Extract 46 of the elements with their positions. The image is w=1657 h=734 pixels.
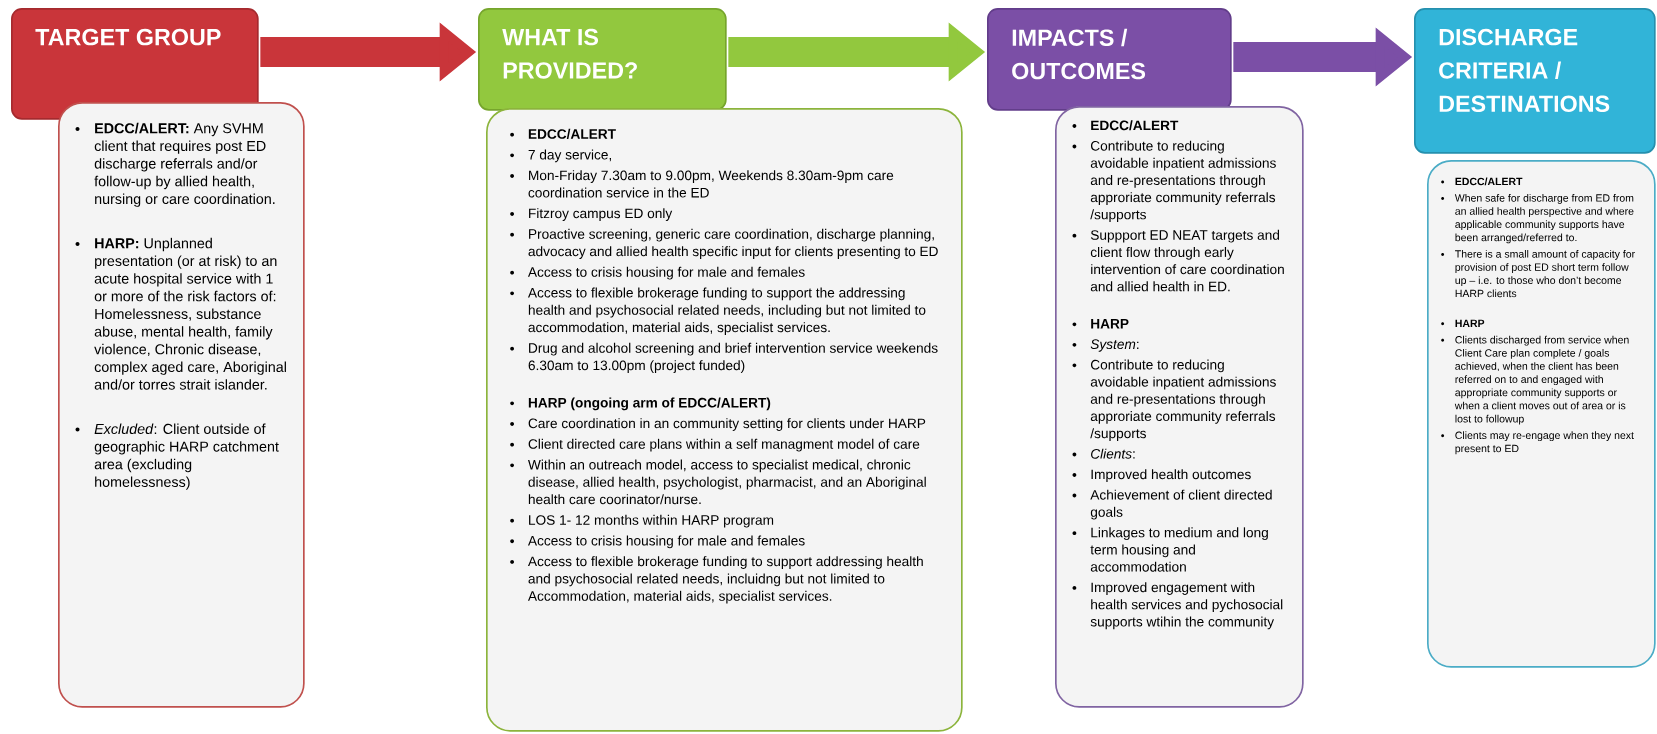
bullet-item: Proactive screening, generic care coordination, discharge planning, advocacy and allied health specific input for clients presenting to ED	[510, 228, 938, 259]
content-card	[1055, 106, 1304, 708]
bullet-item: Improved health outcomes	[1072, 469, 1251, 482]
bullet-item: Contribute to reducing avoidable inpatient admissions and re-presentations through approriate community referrals /supports	[1072, 359, 1276, 441]
header-title: DISCHARGE CRITERIA / DESTINATIONS	[1439, 28, 1610, 113]
bullet-item: HARP (ongoing arm of EDCC/ALERT)	[510, 397, 771, 411]
bullet-item: HARP	[1441, 319, 1485, 327]
bullet-item: Excluded: Client outside of geographic HARP catchment area (excluding homelessness)	[75, 423, 279, 490]
bullet-item: Access to crisis housing for male and females	[510, 535, 805, 549]
bullet-item: Suppport ED NEAT targets and client flow through early intervention of care coordination and allied health in ED.	[1072, 229, 1284, 292]
bullet-item: Care coordination in an community setting for clients under HARP	[510, 418, 926, 431]
header-box	[478, 8, 727, 111]
content-card	[1427, 160, 1656, 668]
bullet-item: Clients may re-engage when they next present to ED	[1441, 431, 1634, 455]
header-title: WHAT IS PROVIDED?	[502, 28, 637, 79]
bullet-item: EDCC/ALERT	[1441, 177, 1523, 186]
bullet-item: HARP	[1072, 319, 1129, 329]
bullet-item: EDCC/ALERT: Any SVHM client that requires post ED discharge referrals and/or follow-up by allied health, nursing or care coordination.	[75, 122, 275, 207]
bullet-item: Achievement of client directed goals	[1072, 489, 1272, 520]
header-box	[1414, 8, 1656, 154]
bullet-item: System:	[1072, 339, 1139, 352]
bullet-item: Access to flexible brokerage funding to support addressing health and psychosocial related needs, incluidng but not limited to Accommodation, material aids, specialist services.	[510, 556, 923, 604]
content-card	[58, 102, 305, 708]
bullet-item: Clients discharged from service when Client Care plan complete / goals achieved, when the client has been referred on to and engaged with appropriate community supports or when a client moves out of area or is lost to followup	[1441, 335, 1629, 425]
content-card	[486, 108, 963, 732]
bullet-item: Contribute to reducing avoidable inpatient admissions and re-presentations through approriate community referrals /supports	[1072, 140, 1276, 223]
bullet-item: Access to crisis housing for male and females	[510, 266, 805, 280]
header-title: IMPACTS / OUTCOMES	[1012, 28, 1146, 80]
bullet-item: Client directed care plans within a self managment model of care	[510, 438, 920, 452]
bullet-item: Linkages to medium and long term housing and accommodation	[1072, 527, 1268, 572]
bullet-item: HARP: Unplanned presentation (or at risk) to an acute hospital service with 1 or more of the risk factors of: Homelessness, substance abuse, mental health, family violence, Chronic disease, complex aged care, Aboriginal and/or torres strait islander.	[75, 237, 286, 390]
bullet-item: Improved engagement with health services and pychosocial supports wtihin the community	[1072, 582, 1283, 630]
bullet-item: EDCC/ALERT	[1072, 120, 1179, 131]
bullet-item: Fitzroy campus ED only	[510, 208, 673, 221]
header-box	[987, 8, 1232, 111]
bullet-item: Clients:	[1072, 448, 1135, 459]
bullet-item: EDCC/ALERT	[510, 128, 616, 139]
bullet-item: Within an outreach model, access to specialist medical, chronic disease, allied health, psychologist, pharmacist, and an Aboriginal health care coorinator/nurse.	[510, 459, 926, 505]
header-title: TARGET GROUP	[35, 28, 221, 46]
bullet-item: 7 day service,	[510, 149, 611, 163]
bullet-item: Drug and alcohol screening and brief intervention service weekends 6.30am to 13.00pm (project funded)	[510, 342, 938, 373]
bullet-item: There is a small amount of capacity for provision of post ED short term follow up – i.e. to those who don’t become HARP clients	[1441, 250, 1635, 298]
bullet-item: When safe for discharge from ED from an allied health perspective and where applicable community supports have been arranged/referred to.	[1441, 194, 1634, 244]
bullet-item: LOS 1- 12 months within HARP program	[510, 514, 774, 528]
bullet-item: Mon-Friday 7.30am to 9.00pm, Weekends 8.30am-9pm care coordination service in the ED	[510, 170, 894, 198]
bullet-item: Access to flexible brokerage funding to support the addressing health and psychosocial related needs, including but not limited to accommodation, material aids, specialist services.	[510, 287, 926, 335]
